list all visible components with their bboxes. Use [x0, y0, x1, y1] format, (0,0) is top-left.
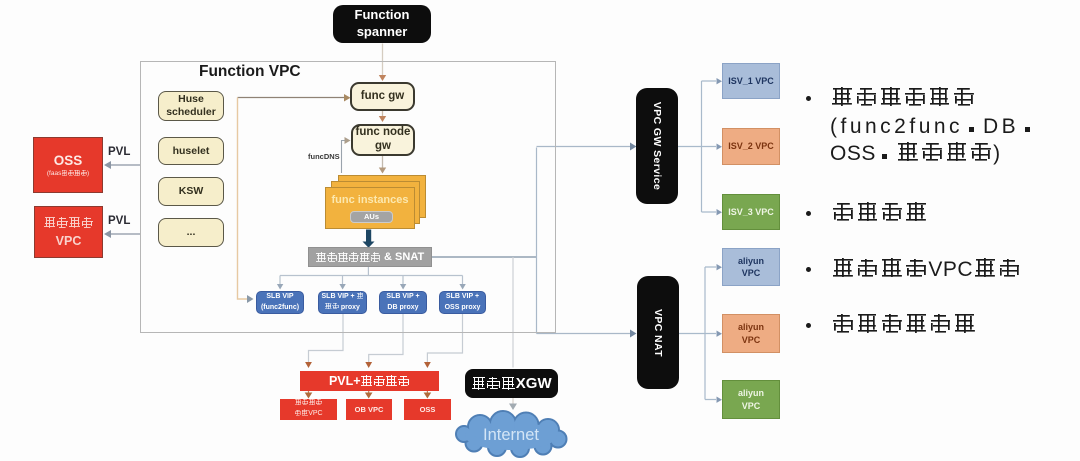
svg-text:Internet: Internet [483, 426, 539, 444]
